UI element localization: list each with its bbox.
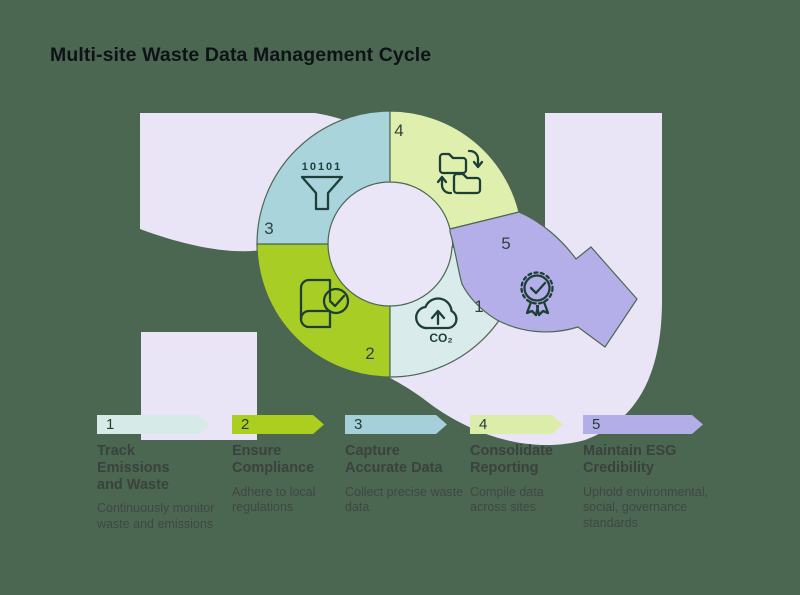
data-funnel-icon: 10101 <box>300 161 344 211</box>
legend-title-5: Maintain ESG Credibility <box>583 443 677 476</box>
folder-sync-icon <box>436 149 484 195</box>
background-rectangle-shape <box>141 332 257 440</box>
legend-item-4: 4 Consolidate Reporting Compile data acr… <box>470 415 580 516</box>
svg-text:10101: 10101 <box>302 161 343 173</box>
legend-title-3: Capture Accurate Data <box>345 443 443 476</box>
award-badge-icon <box>520 271 554 317</box>
legend-number-2: 2 <box>241 416 250 433</box>
legend-number-5: 5 <box>592 416 601 433</box>
legend-arrow-band-3: 3 <box>345 415 447 434</box>
ring-step-number-1: 1 <box>474 297 483 316</box>
legend-number-1: 1 <box>106 416 115 433</box>
ring-step-number-5: 5 <box>501 234 510 253</box>
compliance-book-icon <box>299 278 350 329</box>
ring-inner-hole <box>328 182 452 306</box>
legend-description-4: Compile data across sites <box>470 484 544 515</box>
legend-description-3: Collect precise waste data <box>345 484 464 515</box>
svg-text:CO₂: CO₂ <box>429 331 452 345</box>
legend-arrow-band-4: 4 <box>470 415 563 434</box>
legend-description-2: Adhere to local regulations <box>232 484 316 515</box>
legend-arrow-band-2: 2 <box>232 415 324 434</box>
legend-item-5: 5 Maintain ESG Credibility Uphold enviro… <box>583 415 728 532</box>
legend-description-5: Uphold environmental, social, governance… <box>583 484 709 530</box>
page-title: Multi-site Waste Data Management Cycle <box>50 44 432 66</box>
legend-title-4: Consolidate Reporting <box>470 443 553 476</box>
legend-item-1: 1 Track Emissions and Waste Continuously… <box>97 415 239 533</box>
cloud-co2-icon: CO₂ <box>415 297 458 345</box>
ring-segment-4 <box>389 110 520 230</box>
legend-item-3: 3 Capture Accurate Data Collect precise … <box>345 415 465 516</box>
legend-title-2: Ensure Compliance <box>232 443 315 476</box>
ring-step-number-3: 3 <box>264 219 273 238</box>
ring-segment-5-arrow <box>449 211 638 348</box>
legend-title-1: Track Emissions and Waste <box>97 443 170 493</box>
legend-description-1: Continuously monitor waste and emissions <box>97 501 215 532</box>
legend-arrow-band-1: 1 <box>97 415 210 434</box>
ring-step-number-2: 2 <box>365 344 374 363</box>
legend-item-2: 2 Ensure Compliance Adhere to local regu… <box>232 415 344 516</box>
legend-arrow-band-5: 5 <box>583 415 703 434</box>
legend-number-3: 3 <box>354 416 363 433</box>
legend-number-4: 4 <box>479 416 488 433</box>
ring-step-number-4: 4 <box>394 121 403 140</box>
